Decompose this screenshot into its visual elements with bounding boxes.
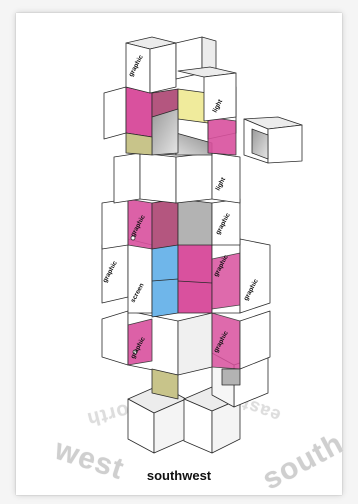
side-bracket-cube (244, 117, 302, 163)
module-level-2 (102, 239, 270, 317)
diagram-card: north east west south (16, 13, 342, 495)
view-caption: southwest (16, 468, 342, 483)
cube-tower-drawing: graphic light light graphic graphic grap… (16, 13, 342, 495)
